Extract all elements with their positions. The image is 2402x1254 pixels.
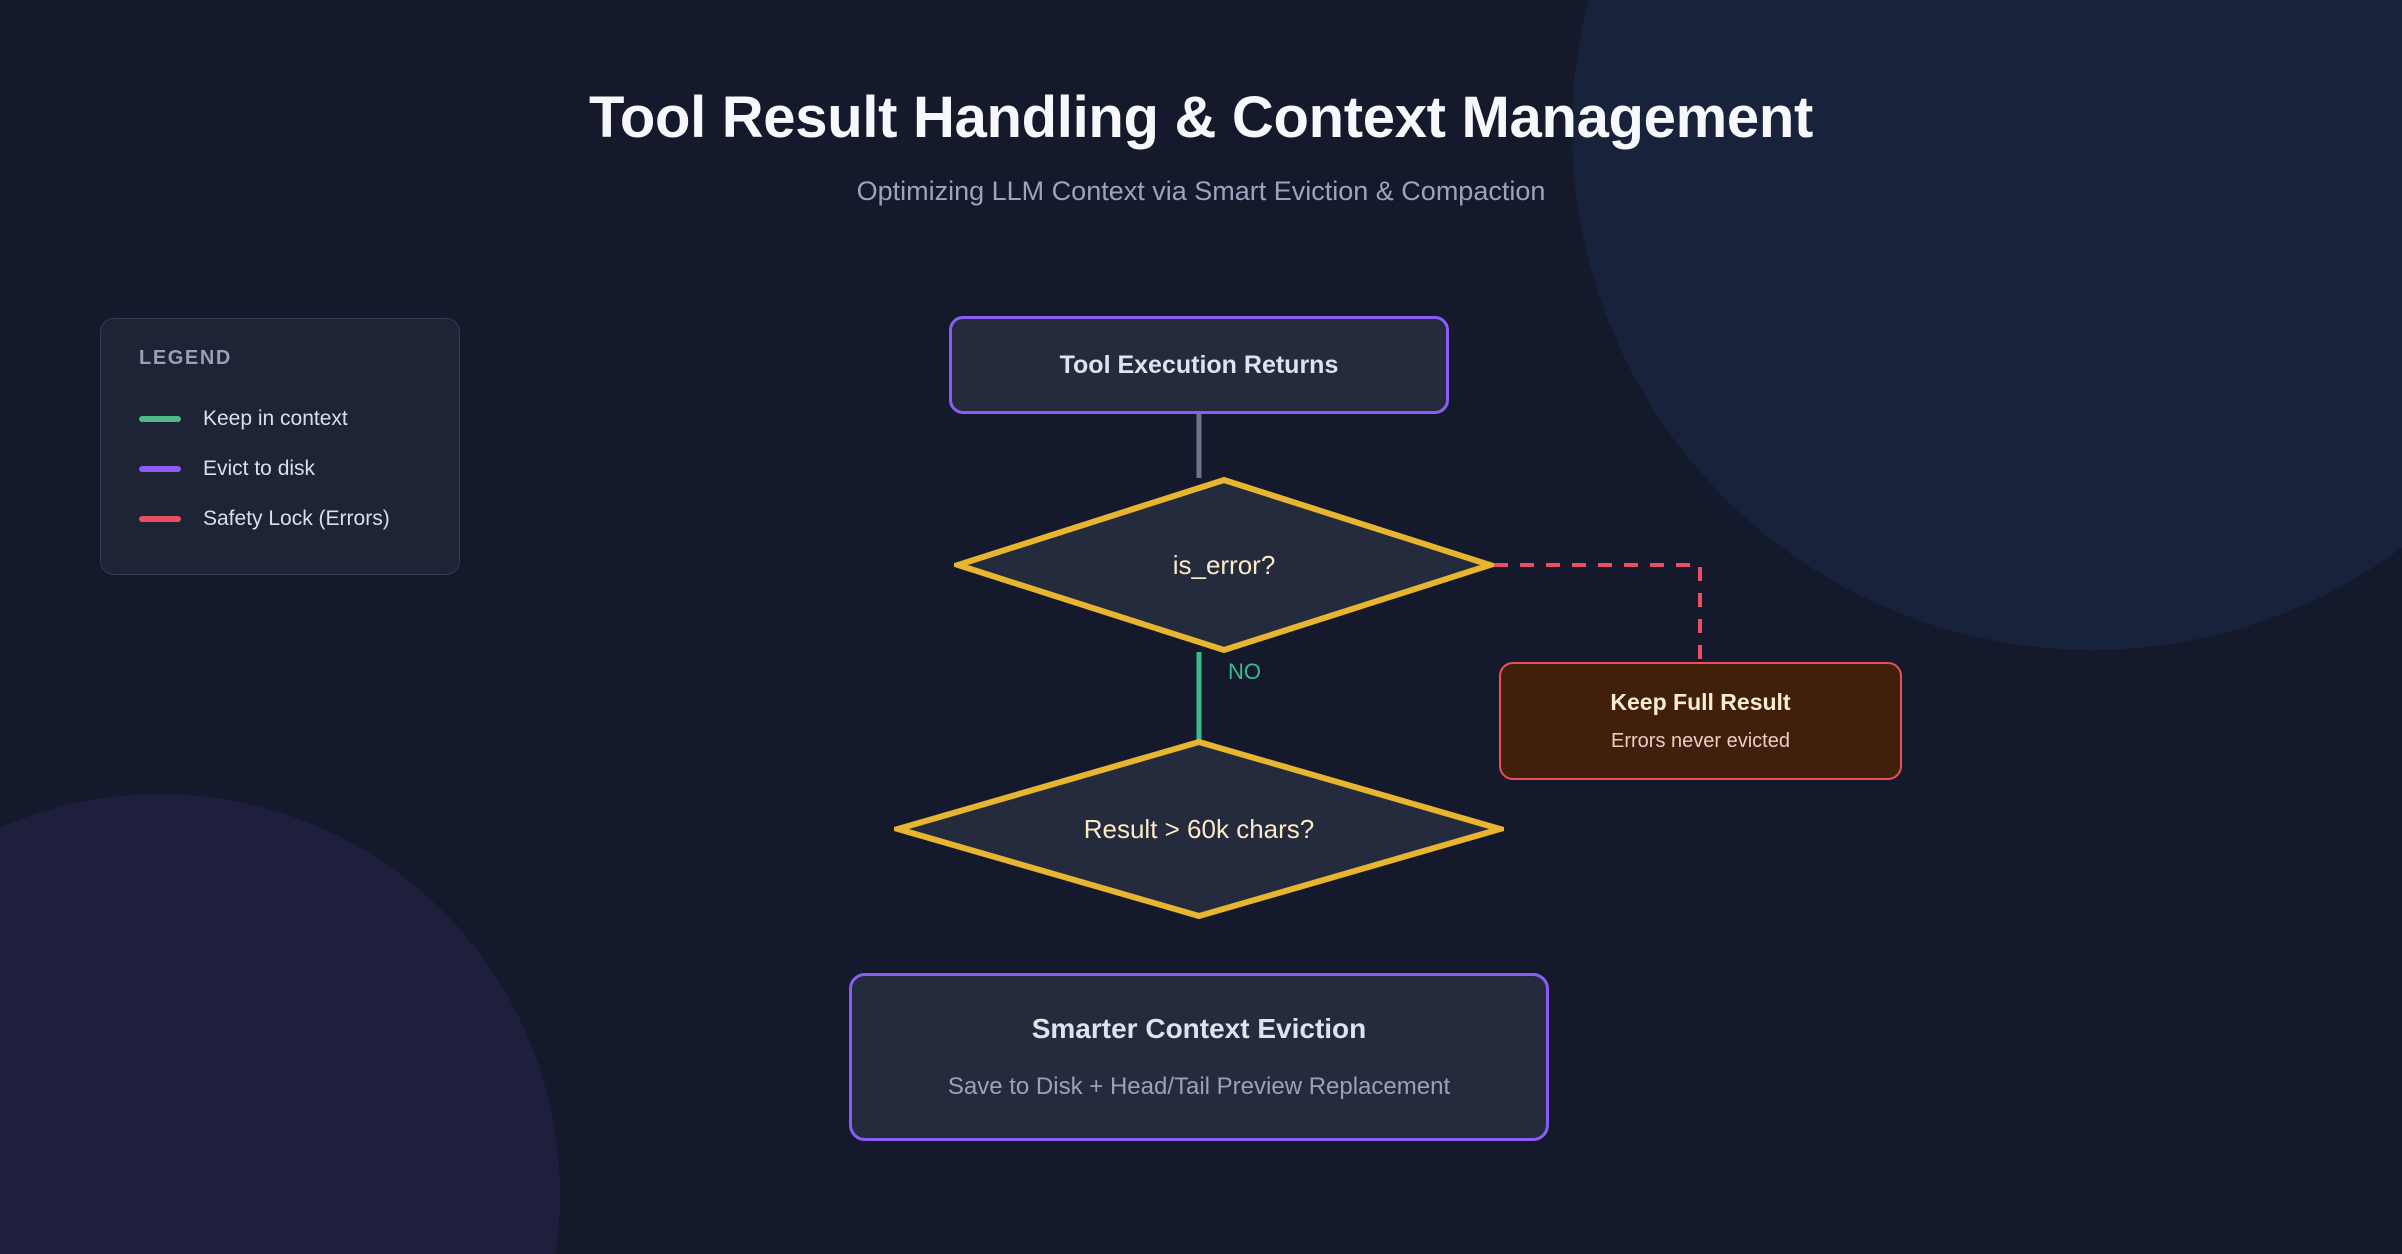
legend-swatch-red (139, 516, 181, 522)
node-size-check-decision[interactable]: Result > 60k chars? (894, 738, 1504, 920)
node-keep-full-result-title: Keep Full Result (1610, 689, 1791, 715)
node-keep-full-result-subtitle: Errors never evicted (1611, 730, 1790, 752)
node-is-error-decision[interactable]: is_error? (954, 476, 1494, 654)
node-keep-full-result[interactable]: Keep Full Result Errors never evicted (1499, 662, 1902, 780)
legend-panel: LEGEND Keep in context Evict to disk Saf… (100, 318, 460, 575)
node-smarter-context-eviction-subtitle: Save to Disk + Head/Tail Preview Replace… (947, 1073, 1451, 1100)
edge-is-error-to-keep-full (1494, 563, 1702, 662)
page-title: Tool Result Handling & Context Managemen… (589, 85, 1813, 150)
node-smarter-context-eviction-title: Smarter Context Eviction (1031, 1013, 1367, 1044)
legend-label-keep-in-context: Keep in context (203, 407, 348, 430)
legend-label-safety-lock: Safety Lock (Errors) (203, 507, 390, 530)
page-subtitle: Optimizing LLM Context via Smart Evictio… (856, 175, 1546, 206)
legend-item-evict-to-disk: Evict to disk (139, 444, 425, 494)
node-tool-execution-title: Tool Execution Returns (1059, 350, 1339, 379)
header: Tool Result Handling & Context Managemen… (0, 0, 2402, 207)
background-circle-bottom-left (0, 794, 560, 1254)
legend-item-keep-in-context: Keep in context (139, 394, 425, 444)
legend-title: LEGEND (139, 347, 232, 369)
legend-swatch-purple (139, 466, 181, 472)
diamond-shape-size-check (894, 738, 1504, 920)
legend-label-evict-to-disk: Evict to disk (203, 457, 316, 480)
legend-item-safety-lock: Safety Lock (Errors) (139, 494, 425, 544)
node-tool-execution[interactable]: Tool Execution Returns (949, 316, 1449, 414)
edge-label-no: NO (1228, 659, 1261, 684)
node-size-check-label: Result > 60k chars? (1083, 813, 1315, 844)
legend-swatch-green (139, 416, 181, 422)
diamond-shape-is-error (954, 476, 1494, 654)
node-smarter-context-eviction[interactable]: Smarter Context Eviction Save to Disk + … (849, 973, 1549, 1141)
node-is-error-label: is_error? (1172, 549, 1276, 580)
